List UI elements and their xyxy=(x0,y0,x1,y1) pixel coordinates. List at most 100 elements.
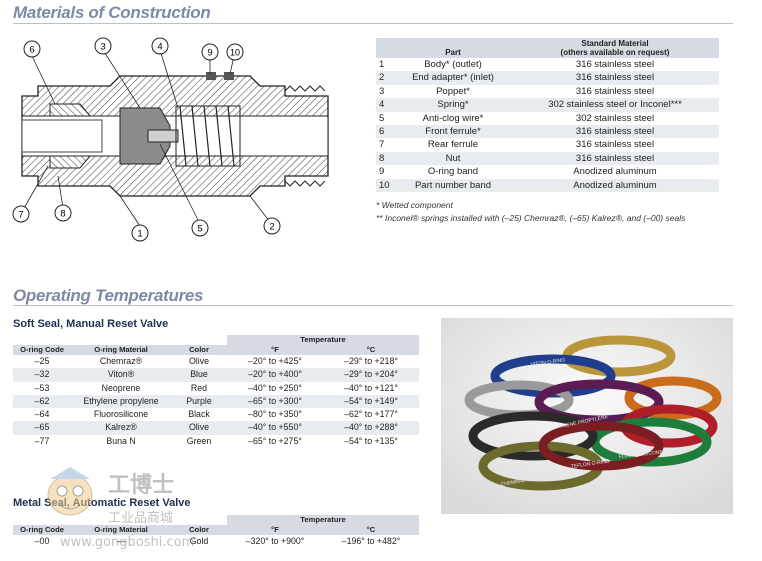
soft-col-material: O-ring Material xyxy=(71,345,171,355)
soft-seal-cell-color: Purple xyxy=(171,394,227,409)
materials-row-material: 316 stainless steel xyxy=(575,59,655,70)
svg-text:9: 9 xyxy=(207,48,212,59)
svg-text:10: 10 xyxy=(230,48,240,58)
materials-row-part: O-ring band xyxy=(427,166,479,178)
front-ferrule xyxy=(49,103,92,117)
materials-row: 9 O-ring band Anodized aluminum xyxy=(376,165,719,178)
soft-seal-cell-color: Green xyxy=(186,435,212,446)
band-text-viton: VITON O-RING xyxy=(530,357,565,368)
o-ring-bands-illustration: VITON O-RING ETHYLENE PROPYLENE CHEMRAZ … xyxy=(441,318,733,514)
callout-5: 5 xyxy=(191,219,209,237)
soft-seal-cell-c: –54° to +135° xyxy=(344,435,398,446)
callout-7: 7 xyxy=(12,205,30,223)
materials-row-material: 302 stainless steel xyxy=(575,112,655,124)
temperatures-section-title: Operating Temperatures xyxy=(13,286,204,305)
callout-10: 10 xyxy=(226,43,244,61)
svg-text:3: 3 xyxy=(100,42,105,53)
materials-row-part: Body* (outlet) xyxy=(424,59,482,70)
o-ring-band xyxy=(206,72,216,80)
part-number-band xyxy=(224,72,234,80)
soft-seal-cell-color: Olive xyxy=(171,421,227,435)
metal-seal-cell-material: — xyxy=(116,536,126,546)
metal-col-c: °C xyxy=(323,525,419,535)
materials-row-material: 316 stainless steel xyxy=(511,125,719,139)
soft-temp-header: Temperature xyxy=(227,335,419,345)
materials-table: Part Standard Material (others available… xyxy=(376,38,719,193)
soft-seal-cell-c: –54° to +149° xyxy=(323,394,419,409)
materials-row-number: 1 xyxy=(379,59,385,70)
soft-seal-cell-f: –20° to +400° xyxy=(227,368,323,382)
materials-row-number: 4 xyxy=(376,98,395,112)
soft-col-code: O-ring Code xyxy=(13,345,71,355)
soft-seal-cell-f: –20° to +425° xyxy=(248,356,302,366)
soft-col-color: Color xyxy=(171,345,227,355)
soft-seal-cell-code: –64 xyxy=(34,409,50,420)
materials-row-number: 5 xyxy=(379,112,385,124)
materials-row: 1 Body* (outlet) 316 stainless steel xyxy=(376,58,719,71)
materials-header-blank xyxy=(376,38,395,58)
soft-seal-cell-material: Kalrez® xyxy=(71,421,171,435)
materials-row-part: Anti-clog wire* xyxy=(422,112,484,124)
soft-seal-cell-c: –40° to +288° xyxy=(323,421,419,435)
callout-9: 9 xyxy=(201,43,219,61)
materials-row-number: 8 xyxy=(376,151,395,166)
band-black xyxy=(468,411,598,461)
outlet-threads xyxy=(284,85,326,187)
soft-seal-cell-material: Buna N xyxy=(106,435,136,446)
soft-seal-cell-material: Ethylene propylene xyxy=(71,394,171,409)
materials-section-title: Materials of Construction xyxy=(13,3,211,22)
soft-seal-cell-c: –62° to +177° xyxy=(344,409,398,420)
materials-row-part: Front ferrule* xyxy=(395,125,511,139)
materials-row-number: 9 xyxy=(379,166,385,178)
soft-col-f: °F xyxy=(227,345,323,355)
materials-row-material: Anodized aluminum xyxy=(511,178,719,193)
metal-col-code: O-ring Code xyxy=(13,525,71,535)
soft-seal-table: Temperature O-ring Code O-ring Material … xyxy=(13,335,419,448)
soft-seal-cell-c: –29° to +218° xyxy=(344,356,398,366)
soft-seal-cell-code: –62 xyxy=(13,394,71,409)
metal-col-color: Color xyxy=(171,525,227,535)
soft-seal-cell-color: Olive xyxy=(188,356,210,366)
spring xyxy=(179,105,235,167)
soft-seal-title: Soft Seal, Manual Reset Valve xyxy=(13,318,169,330)
band-purple xyxy=(534,379,664,425)
inconel-note: ** Inconel® springs installed with (–25)… xyxy=(376,213,686,223)
soft-seal-cell-f: –40° to +550° xyxy=(227,421,323,435)
metal-seal-table: Temperature O-ring Code O-ring Material … xyxy=(13,515,419,548)
materials-row-material: Anodized aluminum xyxy=(573,166,657,178)
callout-3: 3 xyxy=(94,37,112,55)
soft-seal-cell-f: –40° to +250° xyxy=(248,382,302,393)
band-text-teflon: TEFLON O-RING xyxy=(570,459,610,470)
metal-temp-blank xyxy=(13,515,227,525)
callout-8: 8 xyxy=(54,204,72,222)
soft-seal-cell-c: –29° to +204° xyxy=(323,368,419,382)
svg-text:2: 2 xyxy=(269,222,274,233)
metal-col-material: O-ring Material xyxy=(71,525,171,535)
materials-row: 5 Anti-clog wire* 302 stainless steel xyxy=(376,112,719,125)
soft-seal-cell-color: Blue xyxy=(171,368,227,382)
metal-temp-header: Temperature xyxy=(227,515,419,525)
soft-seal-cell-material: Fluorosilicone xyxy=(93,409,149,420)
callout-2: 2 xyxy=(263,217,281,235)
materials-header-material: Standard Material (others available on r… xyxy=(511,38,719,58)
soft-temp-blank xyxy=(13,335,227,345)
svg-text:1: 1 xyxy=(137,229,142,240)
soft-seal-cell-f: –80° to +350° xyxy=(248,409,302,420)
materials-row-number: 7 xyxy=(379,139,385,151)
soft-seal-cell-material: Chemraz® xyxy=(99,356,143,366)
materials-row-material: 316 stainless steel xyxy=(575,85,655,97)
poppet-stem xyxy=(147,129,179,143)
materials-row-part: Spring* xyxy=(395,98,511,112)
svg-text:7: 7 xyxy=(18,210,23,221)
